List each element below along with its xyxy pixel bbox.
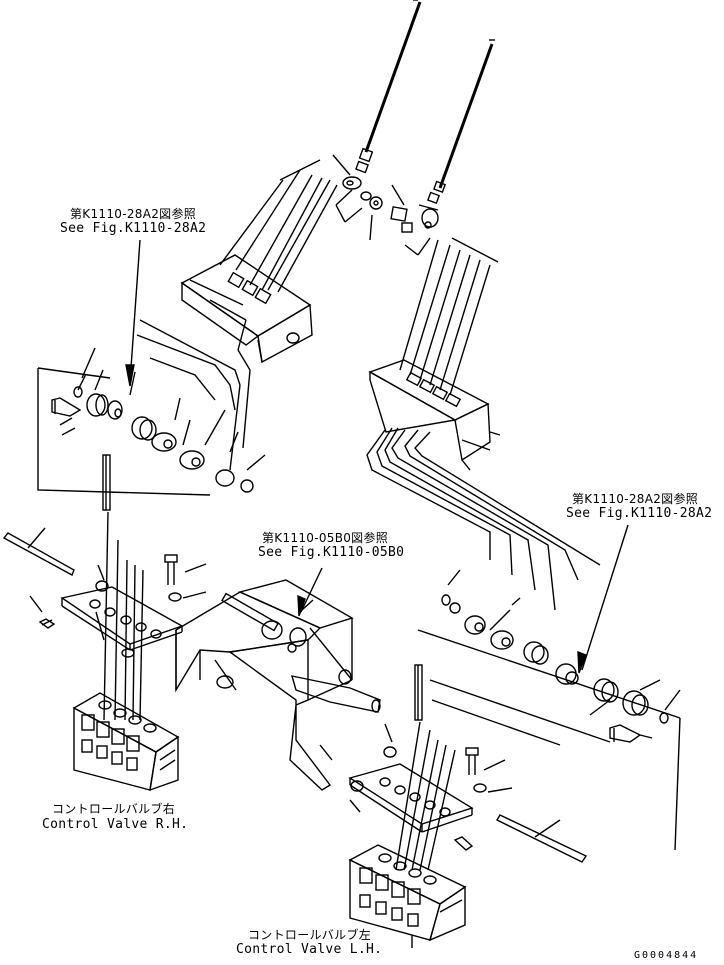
left-pivot-parts [51,347,266,493]
figure-number: G0004844 [634,950,699,961]
left-vertical-rod [102,454,111,511]
right-link-bundle [399,237,499,396]
ref-right-jp: 第K1110-28A2図参照 [572,492,699,506]
valve-lh-jp: コントロールバルブ左 [248,928,372,942]
ref-upper-left-en: See Fig.K1110-28A2 [60,221,207,236]
valve-lh-en: Control Valve L.H. [236,942,383,957]
ref-arrow-right [577,524,629,674]
right-pivot-parts [441,569,681,743]
right-vertical-rod [414,664,423,721]
right-bolt [465,747,513,793]
ref-right-en: See Fig.K1110-28A2 [566,506,713,521]
valve-rh-jp: コントロールバルブ右 [52,802,176,816]
left-link-bundle [219,159,338,293]
ref-arrow-center [297,567,323,617]
right-valve-rods [395,721,456,871]
right-lever-rod [390,39,495,256]
ref-center-jp: 第K1110-05B0図参照 [262,531,389,545]
right-plate [348,723,474,851]
left-bolt [164,554,207,602]
left-lever-rod [332,0,422,241]
control-valve-lh-drawing [348,844,467,948]
ref-center-en: See Fig.K1110-05B0 [258,545,405,560]
left-console-links [136,319,251,471]
center-bracket [175,579,381,791]
left-long-pin [2,527,75,576]
right-console-box [368,359,501,471]
control-valve-rh-drawing [72,692,180,792]
left-valve-rods [103,511,144,721]
ref-arrow-upper-left [125,239,141,387]
left-assembly-frame [37,367,211,496]
right-long-pin [496,814,588,863]
left-console-box [180,254,313,371]
right-console-links [366,427,601,611]
ref-upper-left-jp: 第K1110-28A2図参照 [70,207,197,221]
right-assembly-frame [417,629,681,851]
valve-rh-en: Control Valve R.H. [42,817,189,832]
